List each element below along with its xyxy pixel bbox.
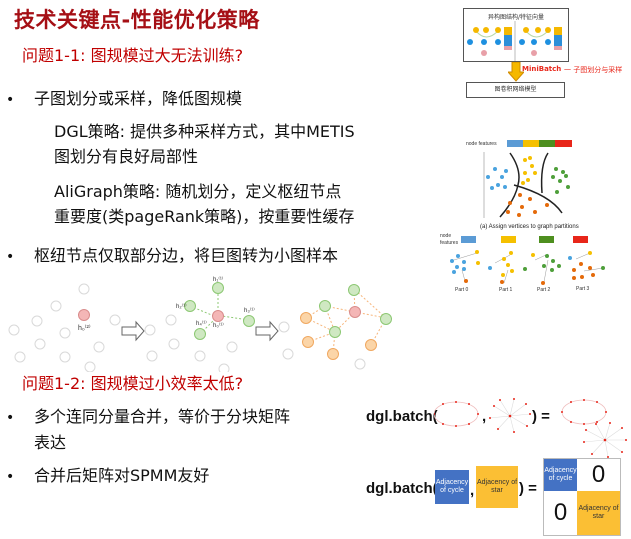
comma: , [482, 408, 486, 425]
batched-graphs-figure: , ) = [434, 398, 627, 458]
heterograph-box: 异构图结构/特征向量 [463, 8, 569, 62]
svg-text:node: node [440, 233, 451, 239]
slide-title: 技术关键点-性能优化策略 [14, 8, 260, 32]
problem-2-heading: 问题1-2: 图规模过小效率太低? [22, 374, 244, 393]
bullet-text: 枢纽节点仅取部分边，将巨图转为小图样本 [34, 246, 339, 265]
bullet-dot: • [6, 249, 15, 265]
bullet-text: 多个连同分量合并，等价于分块矩阵 [34, 407, 291, 426]
partition-caption: (a) Assign vertices to graph partitions [480, 224, 579, 230]
minibatch-note: 一 子图划分与采样 [564, 66, 623, 74]
close-equals: ) = [532, 408, 550, 425]
matrix-cycle-block: Adjacency of cycle [544, 459, 577, 491]
bullet-dot: • [6, 410, 15, 426]
down-arrow-icon [508, 62, 524, 82]
bullet-dot: • [6, 92, 15, 108]
aligraph-strategy-line2: 重要度(类pageRank策略)，按重要性缓存 [54, 207, 355, 226]
close-equals: ) = [519, 480, 537, 497]
svg-text:h₁⁽¹⁾: h₁⁽¹⁾ [213, 276, 224, 283]
matrix-zero-top: 0 [591, 461, 606, 488]
dgl-batch-expr-2: dgl.batch( [366, 480, 438, 497]
svg-text:h₀⁽²⁾: h₀⁽²⁾ [78, 324, 91, 332]
heterograph-icon [467, 21, 562, 61]
problem-1-heading: 问题1-1: 图规模过大无法训练? [22, 46, 244, 65]
part-3-label: Part 3 [576, 286, 590, 292]
bullet-text: 合并后矩阵对SPMM友好 [34, 466, 210, 485]
matrix-zero-bottom: 0 [553, 499, 568, 526]
svg-text:features: features [440, 240, 459, 246]
block-diagonal-matrix: Adjacency of cycle 0 0 Adjacency of star [543, 458, 621, 536]
arrow-right-icon [255, 320, 279, 342]
bullet-text: 子图划分或采样，降低图规模 [34, 89, 243, 108]
arrow-right-icon [121, 320, 145, 342]
aligraph-strategy-line1: AliGraph策略: 随机划分，定义枢纽节点 [54, 182, 342, 201]
svg-text:h₃⁽¹⁾: h₃⁽¹⁾ [244, 307, 255, 314]
minibatch-label: MiniBatch [522, 65, 562, 73]
svg-text:h₀⁽¹⁾: h₀⁽¹⁾ [213, 322, 224, 329]
part-2-label: Part 2 [537, 287, 551, 293]
part-0-label: Part 0 [455, 287, 469, 293]
node-features-label: node features [466, 141, 497, 147]
matrix-star-block: Adjacency of star [577, 491, 620, 535]
gcn-model-box: 图卷积网络模型 [466, 82, 565, 98]
bullet-dot: • [6, 469, 15, 485]
dgl-batch-expr-1: dgl.batch( [366, 408, 438, 425]
svg-text:h₂⁽¹⁾: h₂⁽¹⁾ [176, 303, 187, 310]
dgl-strategy-line1: DGL策略: 提供多种采样方式，其中METIS [54, 122, 355, 141]
part-1-label: Part 1 [499, 287, 513, 293]
svg-text:h₄⁽¹⁾: h₄⁽¹⁾ [196, 320, 207, 327]
graph-partition-figure: node features (a) Assign vertices to gra… [440, 140, 605, 293]
bullet-text-cont: 表达 [34, 433, 67, 452]
heterograph-box-label: 异构图结构/特征向量 [487, 14, 545, 21]
comma: , [470, 482, 475, 499]
dgl-strategy-line2: 图划分有良好局部性 [54, 147, 199, 166]
adjacency-cycle-block: Adjacency of cycle [435, 470, 469, 504]
adjacency-star-block: Adjacency of star [476, 466, 518, 508]
neighbor-sampling-figure: h₀⁽²⁾ h₁⁽¹⁾ h₂⁽¹⁾ h₃⁽¹⁾ h₄⁽¹⁾ h₀⁽¹⁾ [8, 276, 392, 372]
